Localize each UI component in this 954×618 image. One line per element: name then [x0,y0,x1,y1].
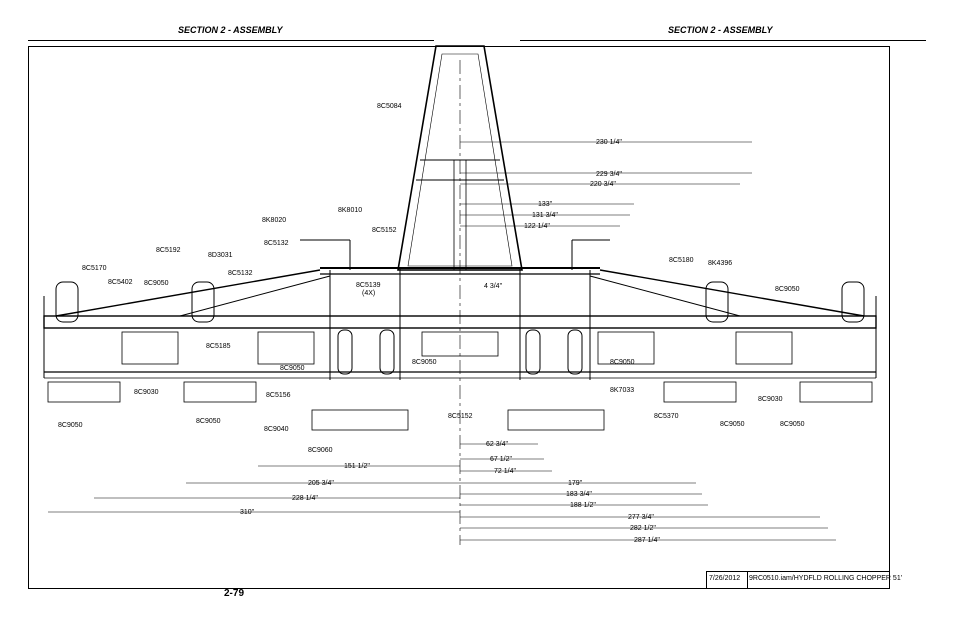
part-label: 8K8020 [262,217,286,224]
dimension-label: 230 1/4" [596,139,622,146]
dimension-label: 151 1/2" [344,463,370,470]
dimension-label: 133" [538,201,553,208]
part-label: 8C9050 [144,280,169,287]
part-label: 8K8010 [338,207,362,214]
part-label: (4X) [362,290,375,297]
dimension-label: 287 1/4" [634,537,660,544]
dimension-label: 229 3/4" [596,171,622,178]
part-label: 8C5192 [156,247,181,254]
dimension-label: 310" [240,509,255,516]
part-label: 8C9060 [308,447,333,454]
part-label: 8C9050 [280,365,305,372]
section-header-left: SECTION 2 - ASSEMBLY [178,25,283,35]
title-block-divider [747,572,748,588]
dimension-label: 4 3/4" [484,283,503,290]
dimension-label: 62 3/4" [486,441,508,448]
part-label: 8C5132 [264,240,289,247]
part-label: 8C5180 [669,257,694,264]
dimension-label: 188 1/2" [570,502,596,509]
dimension-label: 122 1/4" [524,223,550,230]
dimension-label: 131 3/4" [532,212,558,219]
section-header-right: SECTION 2 - ASSEMBLY [668,25,773,35]
part-label: 8D3031 [208,252,233,259]
part-label: 8C9050 [720,421,745,428]
dimension-label: 277 3/4" [628,514,654,521]
part-label: 8C5370 [654,413,679,420]
dimension-label: 282 1/2" [630,525,656,532]
part-label: 8C5170 [82,265,107,272]
dimension-label: 220 3/4" [590,181,616,188]
part-label: 8C9050 [775,286,800,293]
part-label: 8K4396 [708,260,732,267]
part-label: 8C5139 [356,282,381,289]
part-label: 8C9050 [610,359,635,366]
title-block: 7/26/2012 9RC0510.iam/HYDFLD ROLLING CHO… [706,571,902,588]
page-number: 2-79 [224,588,245,599]
part-label: 8C5132 [228,270,253,277]
part-label: 8C9030 [134,389,159,396]
dimension-label: 72 1/4" [494,468,516,475]
part-label: 8C5152 [372,227,397,234]
part-label: 8C9050 [58,422,83,429]
part-label: 8C5152 [448,413,473,420]
drawing-date: 7/26/2012 [709,575,741,582]
part-label: 8C5185 [206,343,231,350]
part-label: 8C9050 [196,418,221,425]
part-label: 8C9050 [780,421,805,428]
part-label: 8C5156 [266,392,291,399]
header-rule-left [28,40,434,41]
part-label: 8C9040 [264,426,289,433]
part-label: 8C9030 [758,396,783,403]
part-label: 8C9050 [412,359,437,366]
dimension-label: 228 1/4" [292,495,318,502]
part-label: 8C5402 [108,279,133,286]
dimension-label: 205 3/4" [308,480,334,487]
part-label: 8C5084 [377,103,402,110]
dimension-label: 67 1/2" [490,456,512,463]
part-label: 8K7033 [610,387,634,394]
drawing-file-name: 9RC0510.iam/HYDFLD ROLLING CHOPPER 51' [749,575,903,582]
dimension-label: 183 3/4" [566,491,592,498]
dimension-label: 179" [568,480,583,487]
header-rule-right [520,40,926,41]
